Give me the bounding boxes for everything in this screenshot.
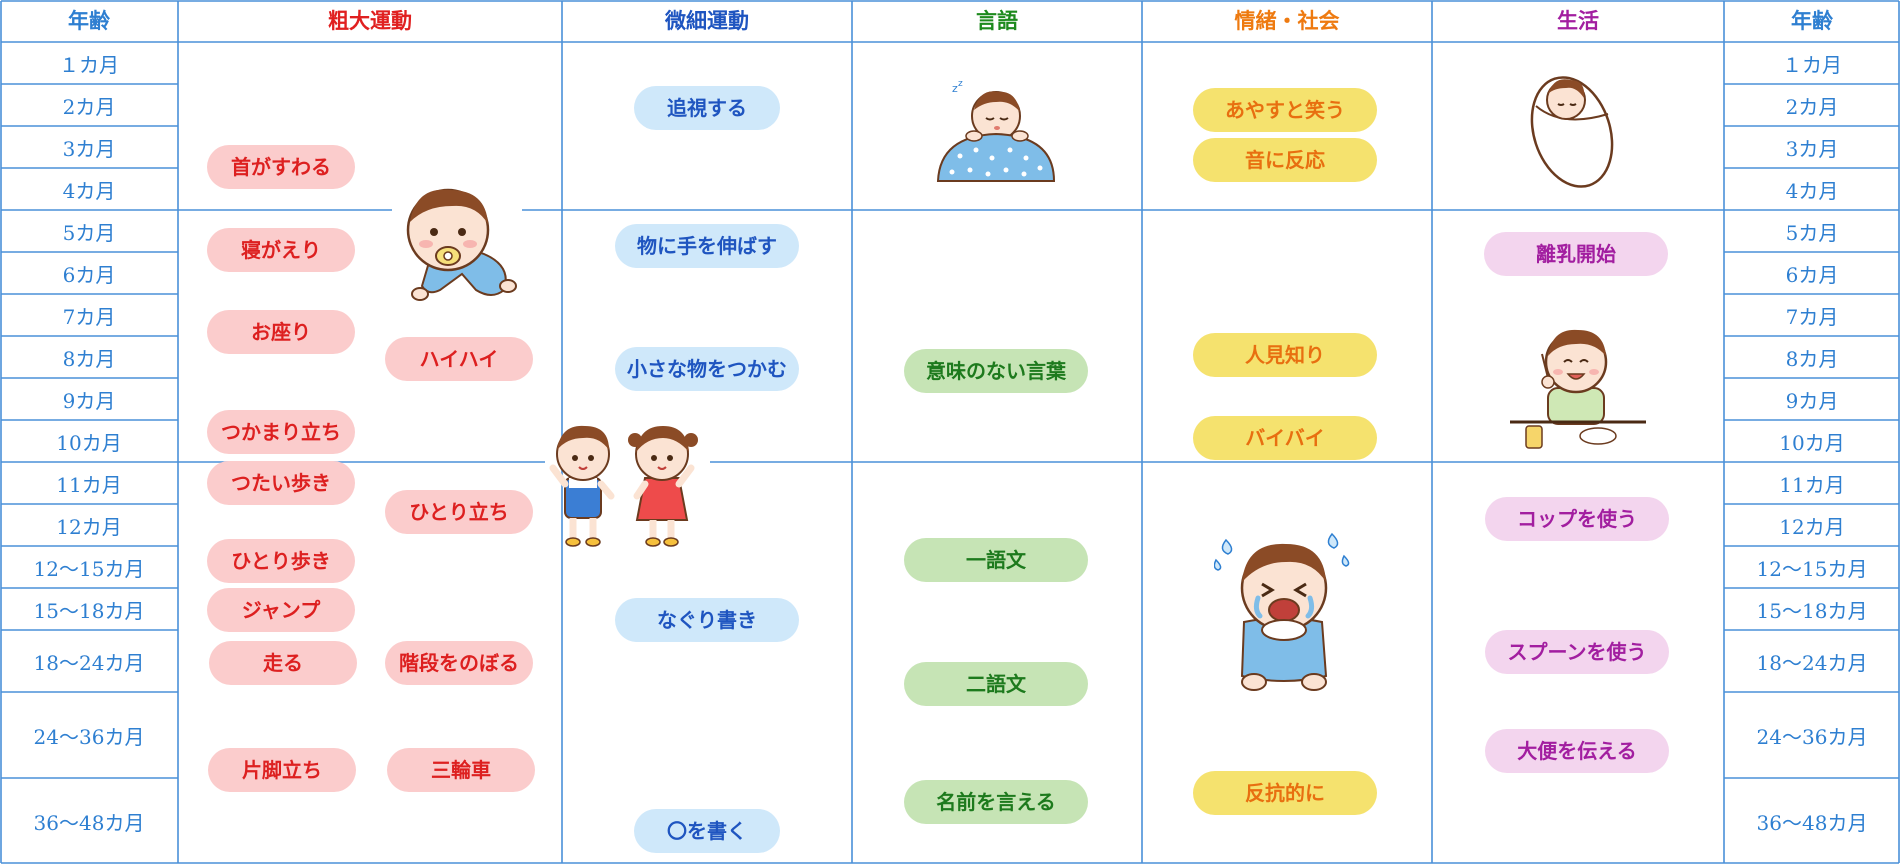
age-cell-left: 36～48カ月 (33, 810, 145, 835)
emotion-defiant: 反抗的に (1193, 771, 1377, 815)
age-cell-right: 10カ月 (1779, 430, 1845, 455)
swaddled-baby-illustration (1530, 76, 1614, 188)
two-children-illustration (549, 425, 698, 547)
age-cell-right: 18～24カ月 (1756, 650, 1868, 675)
gross-pulling-to-stand: つかまり立ち (207, 410, 355, 454)
gross-rolling-over: 寝がえり (207, 228, 355, 272)
header-fine-motor: 微細運動 (665, 8, 749, 33)
age-cell-left: 12～15カ月 (33, 556, 145, 581)
age-cell-right: 15～18カ月 (1756, 598, 1868, 623)
emotion-smile: あやすと笑う (1193, 88, 1377, 132)
age-cell-left: 15～18カ月 (33, 598, 145, 623)
gross-cruising: つたい歩き (207, 461, 355, 505)
age-cell-left: 3カ月 (62, 136, 116, 161)
header-gross-motor: 粗大運動 (328, 8, 412, 33)
age-cell-left: 11カ月 (56, 472, 122, 497)
gross-running: 走る (209, 641, 357, 685)
age-cell-right: 3カ月 (1785, 136, 1839, 161)
sleeping-baby-illustration: z z (936, 79, 1056, 182)
age-cell-right: 9カ月 (1785, 388, 1839, 413)
language-one-word: 一語文 (904, 538, 1088, 582)
language-two-word: 二語文 (904, 662, 1088, 706)
age-cell-right: 7カ月 (1785, 304, 1839, 329)
header-language: 言語 (976, 8, 1018, 33)
age-cell-left: 7カ月 (62, 304, 116, 329)
age-cell-left: 4カ月 (62, 178, 116, 203)
gross-standing-alone: ひとり立ち (385, 490, 533, 534)
life-use-cup: コップを使う (1485, 497, 1669, 541)
fine-grasping-small: 小さな物をつかむ (615, 347, 799, 391)
fine-scribbling: なぐり書き (615, 598, 799, 642)
age-cell-left: １カ月 (59, 52, 119, 77)
gross-one-leg-stand: 片脚立ち (208, 748, 356, 792)
age-cell-right: 2カ月 (1785, 94, 1839, 119)
emotion-sound-response: 音に反応 (1193, 138, 1377, 182)
header-life: 生活 (1557, 8, 1599, 33)
age-cell-left: 12カ月 (56, 514, 122, 539)
gross-jumping: ジャンプ (207, 588, 355, 632)
age-cell-right: 6カ月 (1785, 262, 1839, 287)
age-cell-left: 9カ月 (62, 388, 116, 413)
svg-text:z: z (958, 79, 963, 89)
age-cell-left: 18～24カ月 (33, 650, 145, 675)
crying-baby-illustration (1214, 532, 1350, 691)
fine-reaching: 物に手を伸ばす (615, 224, 799, 268)
gross-head-control: 首がすわる (207, 145, 355, 189)
header-age-right: 年齢 (1791, 8, 1833, 33)
age-cell-left: 5カ月 (62, 220, 116, 245)
age-cell-right: 11カ月 (1779, 472, 1845, 497)
life-report-bowel: 大便を伝える (1485, 729, 1669, 773)
age-cell-left: 8カ月 (62, 346, 116, 371)
age-cell-left: 10カ月 (56, 430, 122, 455)
eating-baby-illustration (1510, 329, 1646, 449)
life-weaning-start: 離乳開始 (1484, 232, 1668, 276)
age-cell-left: 2カ月 (62, 94, 116, 119)
header-emotion-social: 情緒・社会 (1234, 8, 1340, 33)
age-cell-left: 6カ月 (62, 262, 116, 287)
age-cell-right: １カ月 (1782, 52, 1842, 77)
emotion-bye-bye: バイバイ (1193, 416, 1377, 460)
age-cell-right: 12～15カ月 (1756, 556, 1868, 581)
age-cell-right: 12カ月 (1779, 514, 1845, 539)
gross-tricycle: 三輪車 (387, 748, 535, 792)
fine-draw-circle: 〇を書く (634, 809, 780, 853)
age-cell-right: 8カ月 (1785, 346, 1839, 371)
crawling-baby-illustration (406, 188, 517, 301)
fine-tracking: 追視する (634, 86, 780, 130)
age-cell-right: 36～48カ月 (1756, 810, 1868, 835)
gross-crawling: ハイハイ (385, 337, 533, 381)
svg-text:z: z (952, 82, 958, 95)
gross-climbing-stairs: 階段をのぼる (385, 641, 533, 685)
life-use-spoon: スプーンを使う (1485, 630, 1669, 674)
age-cell-right: 24～36カ月 (1756, 724, 1868, 749)
gross-walking-alone: ひとり歩き (207, 539, 355, 583)
header-age-left: 年齢 (68, 8, 110, 33)
age-cell-right: 4カ月 (1785, 178, 1839, 203)
age-cell-left: 24～36カ月 (33, 724, 145, 749)
age-cell-right: 5カ月 (1785, 220, 1839, 245)
language-say-name: 名前を言える (904, 780, 1088, 824)
emotion-stranger-anxiety: 人見知り (1193, 333, 1377, 377)
gross-sitting: お座り (207, 310, 355, 354)
language-babbling: 意味のない言葉 (904, 349, 1088, 393)
